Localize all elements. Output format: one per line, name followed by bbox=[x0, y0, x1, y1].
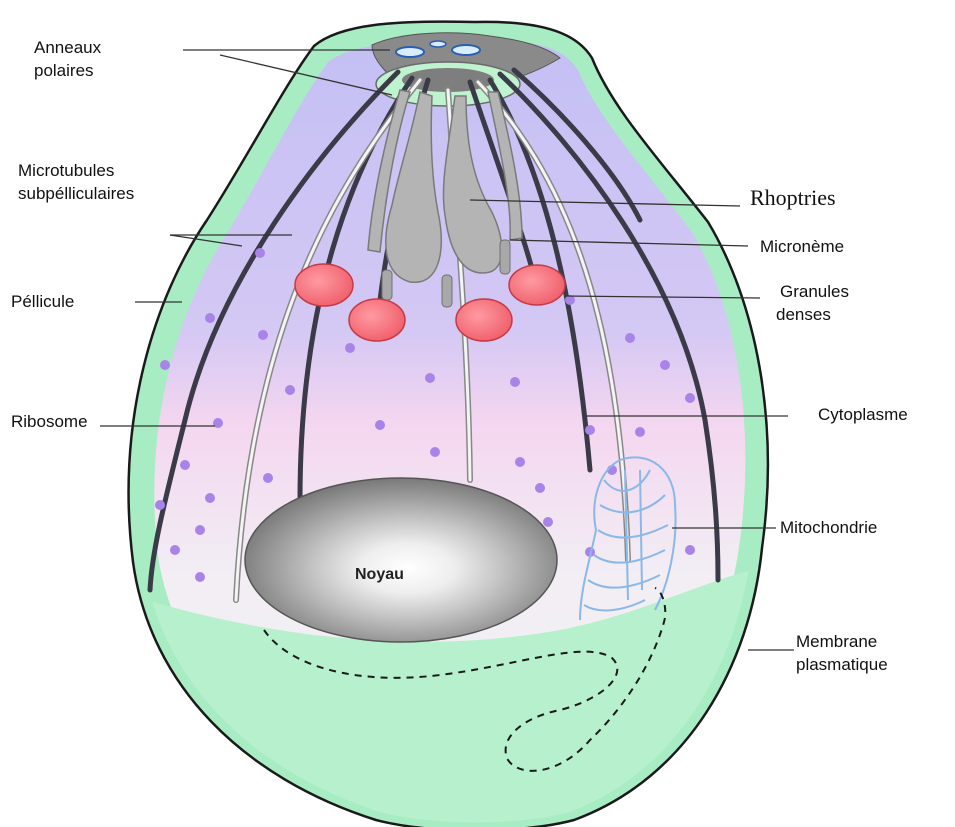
label-mitochondrie: Mitochondrie bbox=[780, 516, 877, 539]
label-membrane-plasmatique-line2: plasmatique bbox=[796, 653, 888, 676]
label-pellicule: Péllicule bbox=[11, 290, 74, 313]
label-cytoplasme: Cytoplasme bbox=[818, 403, 908, 426]
label-microneme: Micronème bbox=[760, 235, 844, 258]
apical-pore-right bbox=[452, 45, 480, 55]
label-anneaux-polaires-line2: polaires bbox=[34, 59, 101, 82]
label-granules-denses-line2: denses bbox=[776, 303, 849, 326]
label-rhoptries: Rhoptries bbox=[750, 186, 836, 209]
label-microtubules: Microtubules subpélliculaires bbox=[18, 159, 134, 205]
nucleus bbox=[245, 478, 557, 642]
apical-pore-center bbox=[430, 41, 446, 47]
label-granules-denses-line1: Granules bbox=[780, 280, 849, 303]
label-anneaux-polaires-line1: Anneaux bbox=[34, 36, 101, 59]
label-microtubules-line1: Microtubules bbox=[18, 159, 134, 182]
apical-pore-left bbox=[396, 47, 424, 57]
label-anneaux-polaires: Anneaux polaires bbox=[34, 36, 101, 82]
label-microtubules-line2: subpélliculaires bbox=[18, 182, 134, 205]
label-membrane-plasmatique-line1: Membrane bbox=[796, 630, 888, 653]
label-granules-denses: Granules denses bbox=[780, 280, 849, 326]
label-ribosome: Ribosome bbox=[11, 410, 88, 433]
label-noyau: Noyau bbox=[355, 563, 404, 586]
label-membrane-plasmatique: Membrane plasmatique bbox=[796, 630, 888, 676]
